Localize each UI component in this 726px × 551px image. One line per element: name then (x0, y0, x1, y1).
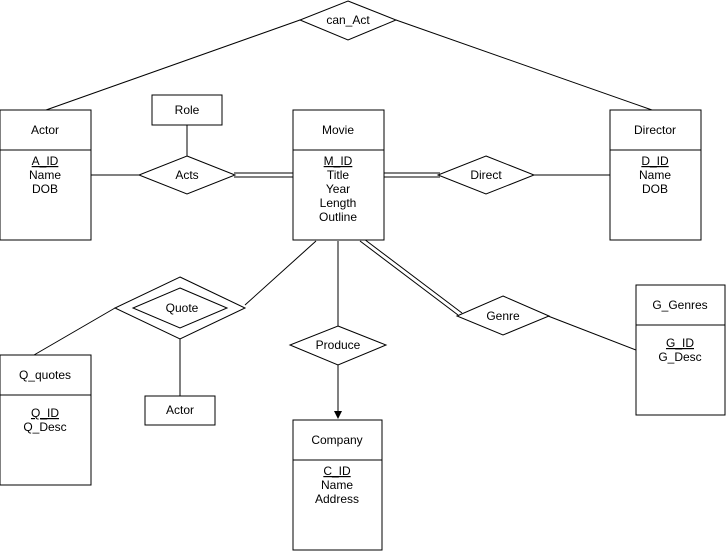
relationship-produce-label: Produce (316, 338, 361, 352)
relationship-acts-label: Acts (175, 168, 198, 182)
entity-q-quotes-key: Q_ID (31, 406, 59, 420)
relationship-acts: Acts (137, 155, 237, 195)
relationship-quote-label: Quote (166, 301, 199, 315)
line-movie-genre-b (363, 238, 463, 314)
relationship-can-act-label: can_Act (326, 13, 370, 27)
relationship-direct-label: Direct (470, 168, 502, 182)
line-quote-q-quotes (33, 307, 116, 356)
entity-director-name: Director (634, 123, 676, 137)
relationship-genre-label: Genre (486, 309, 520, 323)
connectors (33, 19, 653, 419)
entity-director-attr: DOB (642, 182, 668, 196)
entity-actor-attr: DOB (32, 182, 58, 196)
entity-company-attr: Name (321, 478, 353, 492)
quote-actor-label: Actor (166, 403, 194, 417)
entity-g-genres-name: G_Genres (652, 298, 707, 312)
role-box: Role (151, 94, 223, 126)
line-genre-g-genres (547, 315, 637, 351)
entity-movie-attr: Outline (319, 210, 357, 224)
line-can-act-director (395, 19, 653, 111)
entity-g-genres-attr: G_Desc (658, 350, 701, 364)
entity-g-genres: G_Genres G_ID G_Desc (635, 284, 726, 416)
entity-q-quotes-attr: Q_Desc (23, 420, 66, 434)
role-label: Role (175, 103, 200, 117)
entity-q-quotes: Q_quotes Q_ID Q_Desc (0, 354, 92, 486)
entity-company-name: Company (311, 433, 362, 447)
entity-actor-attr: Name (29, 168, 61, 182)
quote-actor-box: Actor (144, 395, 216, 426)
entity-movie-name: Movie (322, 123, 354, 137)
line-can-act-actor (45, 19, 301, 111)
entity-director-attr: Name (639, 168, 671, 182)
entity-movie-attr: Title (327, 168, 350, 182)
entity-director: Director D_ID Name DOB (609, 109, 702, 241)
entity-g-genres-key: G_ID (666, 336, 694, 350)
entity-q-quotes-name: Q_quotes (19, 368, 71, 382)
line-movie-genre-a (359, 240, 459, 316)
entity-actor-name: Actor (31, 123, 59, 137)
relationship-produce: Produce (288, 325, 388, 366)
entity-company-attr: Address (315, 492, 359, 506)
relationship-direct: Direct (436, 155, 536, 195)
entity-movie: Movie M_ID Title Year Length Outline (292, 109, 385, 241)
entity-movie-attr: Length (320, 196, 357, 210)
relationship-quote: Quote (113, 276, 247, 340)
entity-director-key: D_ID (641, 154, 669, 168)
entity-movie-key: M_ID (324, 154, 353, 168)
entity-company: Company C_ID Name Address (292, 419, 383, 551)
entity-movie-attr: Year (326, 182, 350, 196)
entity-actor-key: A_ID (32, 154, 59, 168)
entity-actor: Actor A_ID Name DOB (0, 109, 92, 241)
entity-company-key: C_ID (323, 464, 351, 478)
line-quote-movie (244, 240, 317, 306)
relationship-can-act: can_Act (298, 0, 398, 41)
relationship-genre: Genre (455, 295, 551, 336)
